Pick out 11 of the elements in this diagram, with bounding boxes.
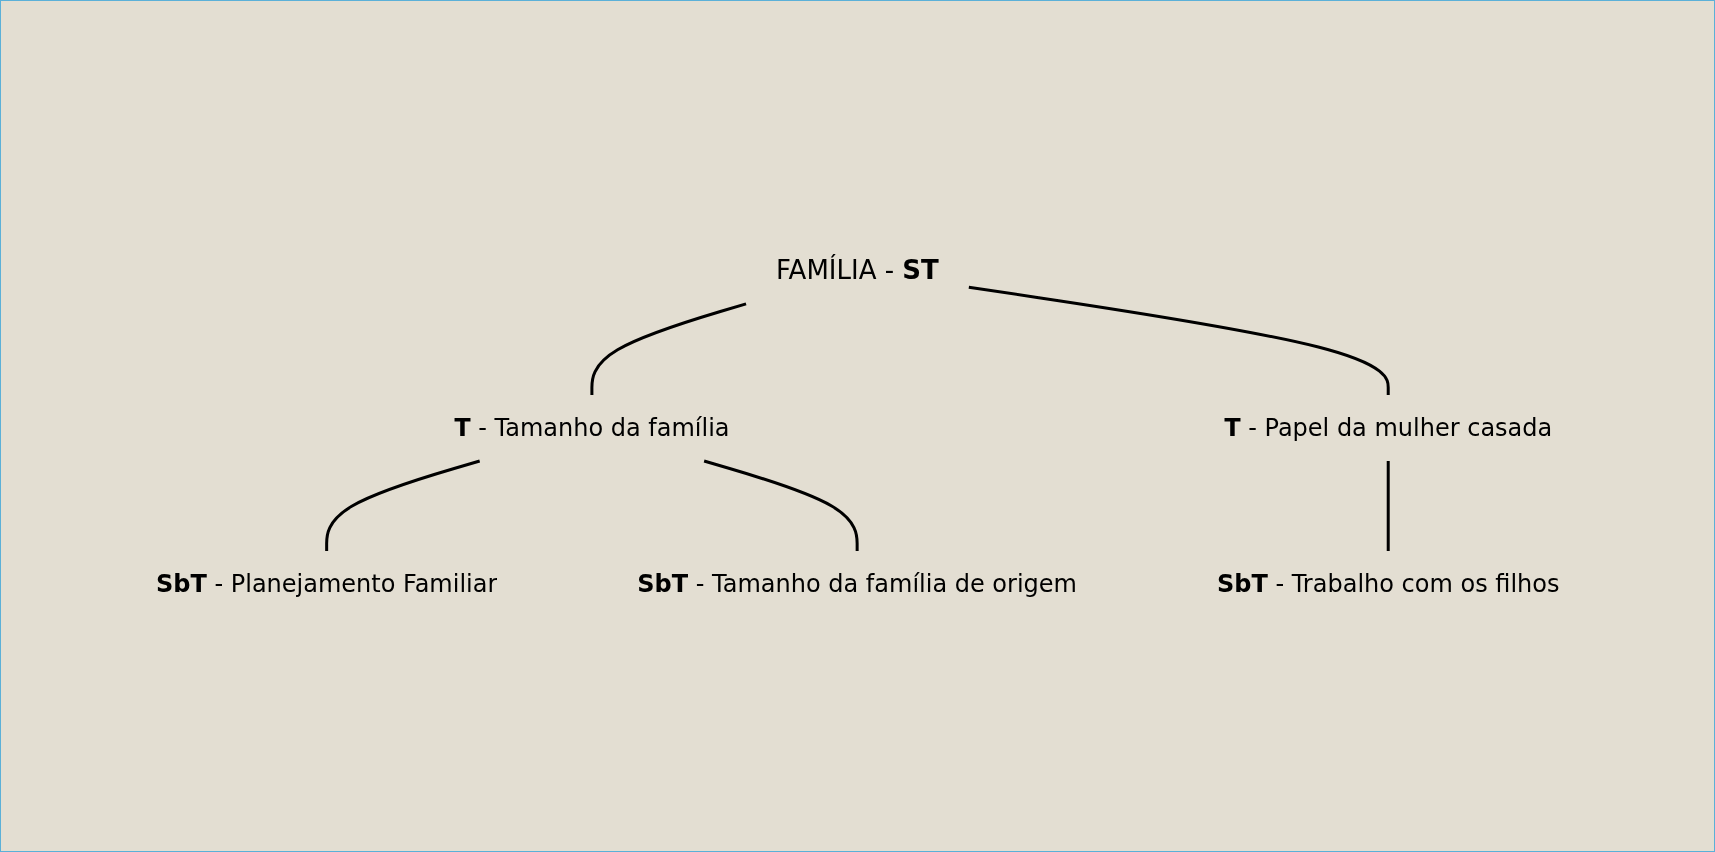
- node-text: T - Papel da mulher casada: [1223, 413, 1553, 442]
- connector: [703, 459, 859, 551]
- node-text: SbT - Planejamento Familiar: [155, 569, 498, 598]
- node-text: T - Tamanho da família: [454, 413, 730, 442]
- connector: [1386, 460, 1390, 551]
- node-text: SbT - Tamanho da família de origem: [637, 569, 1077, 598]
- node-text: FAMÍLIA - ST: [775, 254, 939, 285]
- node-text: SbT - Trabalho com os filhos: [1216, 569, 1560, 598]
- connector: [324, 459, 480, 551]
- connector: [590, 301, 747, 395]
- connector: [968, 285, 1390, 395]
